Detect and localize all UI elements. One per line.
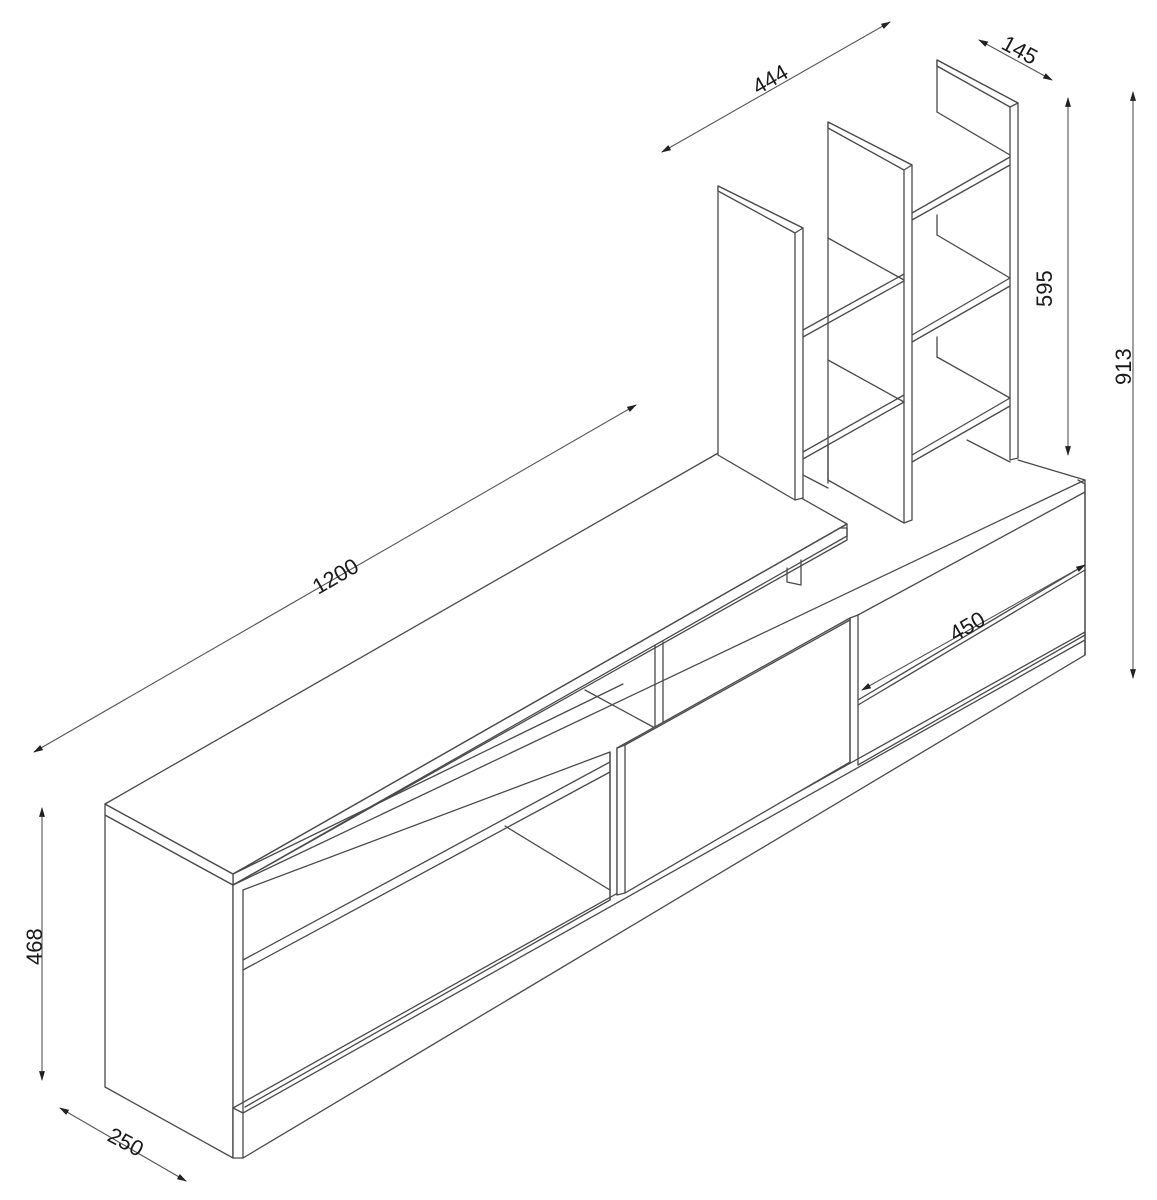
plinth (232, 631, 1086, 1159)
shelf-tower (717, 59, 1019, 524)
dimension-label-tower-height: 595 (1032, 270, 1057, 307)
dimension-label-tower-width: 444 (748, 59, 792, 99)
dimension-line-444 (661, 21, 891, 153)
tower-middle-panel (827, 121, 913, 524)
dimension-label-cabinet-height: 468 (22, 928, 47, 965)
dimension-line-250 (59, 1107, 187, 1182)
tower-left-panel (717, 185, 804, 501)
dimension-line-450 (861, 564, 1086, 691)
dimension-label-total-height: 913 (1111, 348, 1136, 385)
dimension-annotations: 1200 444 145 595 913 450 468 250 (22, 21, 1136, 1182)
dimension-label-cabinet-depth: 250 (104, 1122, 148, 1161)
flap-door (616, 617, 851, 896)
dimension-line-145 (978, 39, 1053, 81)
dimension-label-tower-depth: 145 (998, 30, 1042, 69)
dimension-label-total-width: 1200 (308, 553, 363, 599)
dimension-line-1200 (33, 404, 637, 753)
